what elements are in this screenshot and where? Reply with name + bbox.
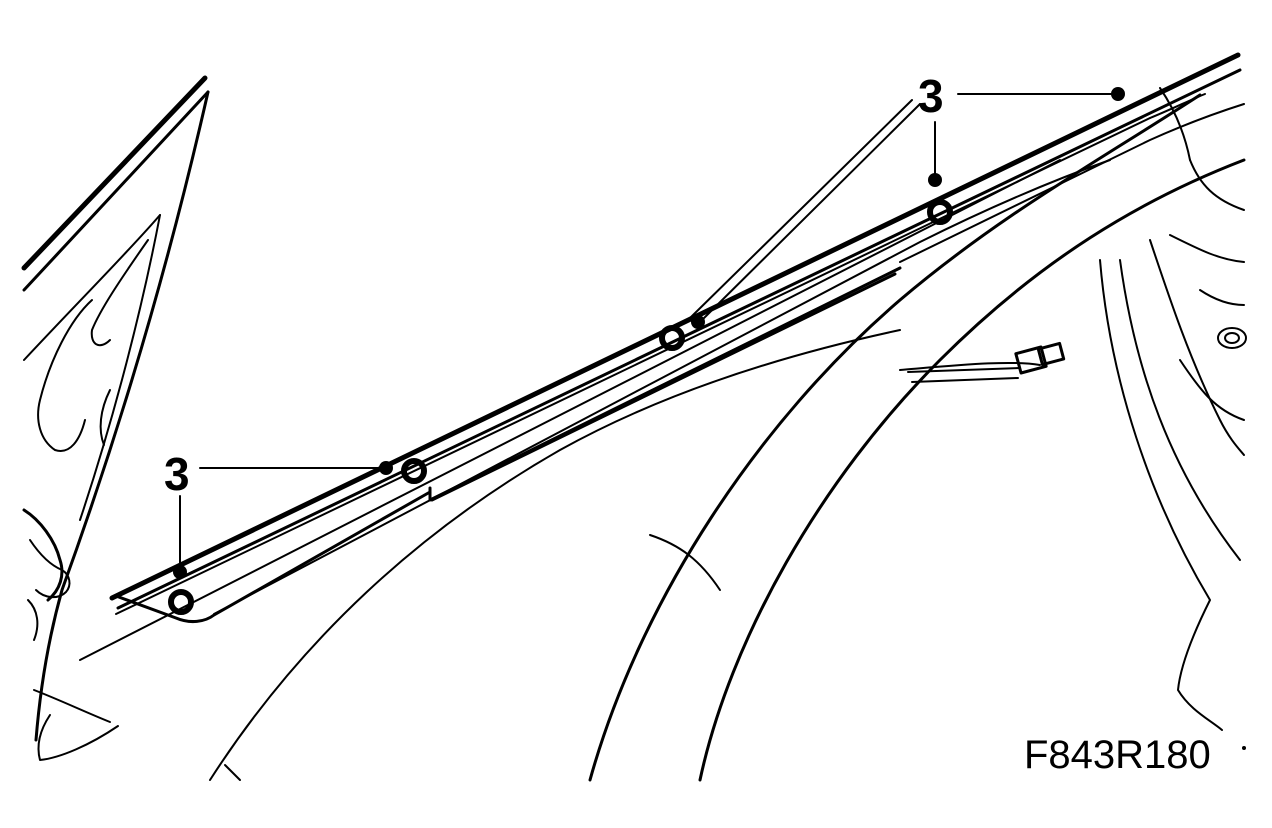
leader-dot bbox=[173, 565, 187, 579]
figure-code-mark bbox=[1242, 746, 1246, 750]
leader-dot bbox=[379, 461, 393, 475]
roof-rail-trim bbox=[79, 52, 1245, 661]
b-pillar-trim bbox=[588, 87, 1246, 782]
clip-ring bbox=[401, 458, 427, 484]
clip-ring bbox=[659, 325, 685, 351]
leader-dot bbox=[691, 315, 705, 329]
windshield-pillar bbox=[21, 75, 210, 761]
trim-clips bbox=[168, 199, 953, 615]
clip-ring bbox=[168, 589, 194, 615]
door-opening-outline bbox=[209, 234, 1247, 781]
callout-leaders bbox=[173, 87, 1125, 579]
wire-connector bbox=[907, 341, 1066, 383]
callout-number-left: 3 bbox=[164, 448, 190, 500]
leader-dot bbox=[928, 173, 942, 187]
callout-number-top-right: 3 bbox=[918, 70, 944, 122]
clip-ring bbox=[927, 199, 953, 225]
leader-dot bbox=[1111, 87, 1125, 101]
figure-code: F843R180 bbox=[1024, 733, 1211, 777]
